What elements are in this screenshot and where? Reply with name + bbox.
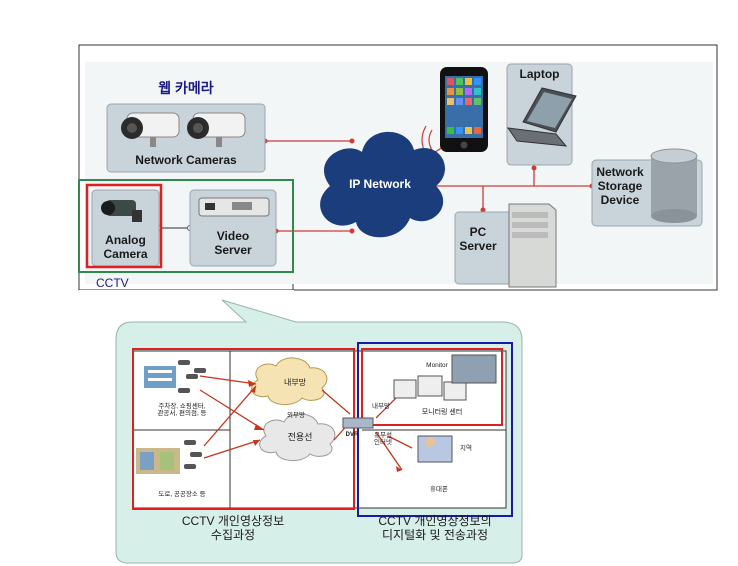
analog-camera-icon — [101, 200, 142, 222]
building-icon — [144, 366, 176, 388]
place-label-1b: 관공서, 편의점, 등 — [157, 410, 207, 418]
external-net-label: 외부망 — [287, 412, 305, 419]
cctv-label: CCTV — [96, 276, 129, 290]
remote-label: 지역 — [460, 445, 472, 452]
network-camera-icon — [121, 112, 180, 147]
caption-right: CCTV 개인영상정보의 디지털화 및 전송과정 — [352, 514, 518, 543]
video-server-line2: Server — [214, 242, 252, 257]
storage-cylinder-icon — [650, 148, 698, 223]
video-server-line1: Video — [216, 229, 250, 243]
video-server-label: Video Server — [190, 229, 276, 258]
analog-camera-label: Analog Camera — [92, 233, 159, 262]
network-storage-line2: Storage — [597, 178, 643, 193]
server-tower-icon — [508, 203, 557, 288]
web-camera-title: 웹 카메라 — [158, 80, 214, 96]
monitor-icon — [393, 354, 497, 401]
place-label-2: 도로, 공공장소 등 — [158, 491, 206, 498]
street-scene-icon — [136, 448, 180, 474]
video-server-icon — [198, 197, 270, 217]
laptop-icon — [506, 87, 577, 147]
internal-net-label: 내부망 — [283, 378, 307, 387]
analog-camera-line1: Analog — [105, 233, 146, 247]
wired-wireless-internet-label: 유무선 인터넷 — [368, 432, 398, 447]
wired-wireless-label: 유무선 — [374, 432, 392, 439]
mobile-label: 휴대폰 — [430, 486, 448, 493]
dvr-icon — [342, 417, 374, 429]
remote-user-icon — [417, 435, 453, 463]
caption-right-line1: CCTV 개인영상정보의 — [378, 514, 492, 528]
caption-left: CCTV 개인영상정보 수집과정 — [168, 514, 298, 543]
analog-camera-line2: Camera — [103, 246, 148, 261]
caption-left-line1: CCTV 개인영상정보 — [181, 514, 285, 528]
ip-network-label: IP Network — [349, 177, 411, 191]
pc-server-line2: Server — [459, 238, 497, 253]
cctv-camera-icon — [184, 440, 202, 469]
dedicated-line-cloud-icon — [259, 413, 336, 461]
network-cameras-label: Network Cameras — [135, 153, 237, 167]
network-storage-line1: Network — [596, 165, 644, 179]
pc-server-label: PC Server — [455, 225, 501, 254]
place-label-1a: 주차장, 쇼핑센터, — [158, 403, 206, 410]
monitor-label: Monitor — [426, 362, 448, 369]
caption-right-line2: 디지털화 및 전송과정 — [381, 527, 489, 542]
network-storage-line3: Device — [600, 192, 640, 207]
internal-network-cloud-icon — [251, 357, 328, 405]
ip-network-cloud-icon — [320, 131, 445, 238]
internal-net2-label: 내부망 — [372, 403, 390, 410]
internet-label: 인터넷 — [374, 439, 392, 447]
monitoring-center-label: 모니터링 센터 — [421, 409, 463, 416]
network-storage-label: Network Storage Device — [592, 165, 648, 207]
cctv-camera-icon — [178, 360, 206, 393]
pc-server-line1: PC — [469, 225, 487, 239]
network-camera-icon — [187, 112, 246, 147]
dvr-label: DVR — [345, 432, 359, 438]
smartphone-icon — [440, 67, 488, 152]
caption-left-line2: 수집과정 — [210, 527, 256, 542]
place-label-1: 주차장, 쇼핑센터, 관공서, 편의점, 등 — [136, 403, 228, 418]
dedicated-line-label: 전용선 — [287, 432, 313, 442]
laptop-label: Laptop — [519, 67, 560, 81]
